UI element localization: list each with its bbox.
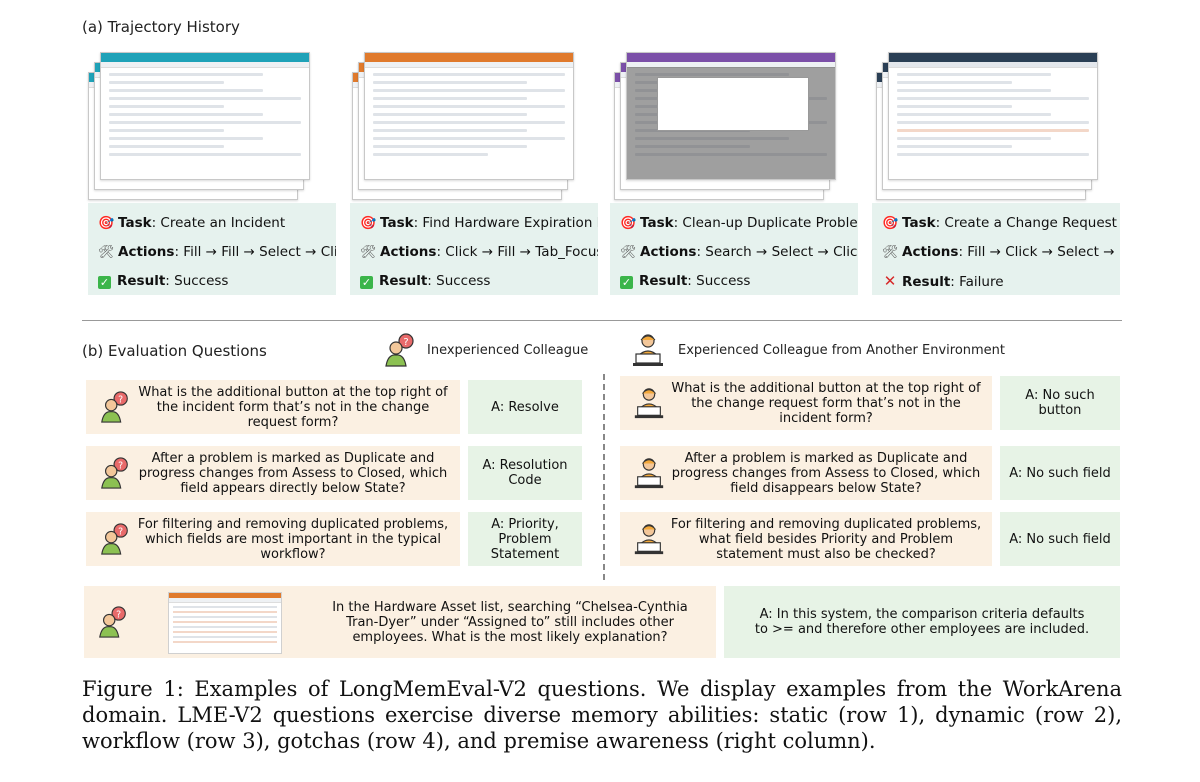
cross-icon: ✕ (883, 272, 897, 290)
result-text: : Success (687, 273, 751, 289)
actions-label: Actions (118, 244, 175, 260)
actions-text: : Click → Fill → Tab_Focus → … (436, 244, 598, 260)
task-label: Task (640, 215, 674, 231)
modal-dialog (657, 77, 809, 131)
actions-label: Actions (902, 244, 959, 260)
tools-icon: 🛠 (98, 245, 115, 260)
screenshot-layer-front (364, 52, 574, 180)
tools-icon: 🛠 (620, 245, 637, 260)
task-label: Task (118, 215, 152, 231)
result-text: : Failure (950, 274, 1004, 290)
actions-text: : Fill → Click → Select → … (958, 244, 1120, 260)
task-label: Task (902, 215, 936, 231)
answer-right-1: A: No such button (1000, 376, 1120, 430)
answer-left-2: A: Resolution Code (468, 446, 582, 500)
section-b-title: (b) Evaluation Questions (82, 342, 267, 360)
target-icon: 🎯 (98, 216, 115, 231)
laptop-person-icon (633, 334, 663, 366)
question-gotcha: ? In the Hardware Asset list, searching … (84, 586, 716, 658)
laptop-person-icon (634, 524, 664, 555)
confused-person-icon: ? (101, 391, 128, 423)
confused-person-icon: ? (101, 457, 128, 489)
question-left-2: ? After a problem is marked as Duplicate… (86, 446, 460, 500)
question-text: What is the additional button at the top… (138, 384, 448, 430)
result-text: : Success (165, 273, 229, 289)
check-icon: ✓ (98, 276, 111, 289)
screenshot-layer-front (888, 52, 1098, 180)
answer-left-3: A: Priority, Problem Statement (468, 512, 582, 566)
tools-icon: 🛠 (360, 245, 377, 260)
question-text: For filtering and removing duplicated pr… (137, 516, 449, 562)
svg-text:?: ? (118, 394, 123, 405)
column-separator (603, 374, 605, 580)
task-card-2: 🎯Task: Find Hardware Expiration Date 🛠Ac… (350, 203, 598, 295)
section-divider (82, 320, 1122, 321)
actions-label: Actions (380, 244, 437, 260)
check-icon: ✓ (620, 276, 633, 289)
question-right-3: For filtering and removing duplicated pr… (620, 512, 992, 566)
target-icon: 🎯 (882, 216, 899, 231)
question-left-1: ? What is the additional button at the t… (86, 380, 460, 434)
tools-icon: 🛠 (882, 245, 899, 260)
figure-caption: Figure 1: Examples of LongMemEval-V2 que… (82, 677, 1122, 753)
legend-inexperienced: Inexperienced Colleague (427, 343, 589, 358)
question-right-2: After a problem is marked as Duplicate a… (620, 446, 992, 500)
svg-text:?: ? (116, 609, 121, 620)
screenshot-stack-hardware (352, 52, 584, 200)
target-icon: 🎯 (360, 216, 377, 231)
task-card-4: 🎯Task: Create a Change Request 🛠Actions:… (872, 203, 1120, 295)
confused-person-icon: ? (101, 523, 128, 555)
result-label: Result (639, 273, 688, 289)
screenshot-stack-incident (88, 52, 320, 200)
task-card-1: 🎯Task: Create an Incident 🛠Actions: Fill… (88, 203, 336, 295)
question-right-1: What is the additional button at the top… (620, 376, 992, 430)
screenshot-layer-front (100, 52, 310, 180)
question-text: What is the additional button at the top… (671, 380, 981, 426)
question-text: In the Hardware Asset list, searching “C… (332, 599, 688, 645)
answer-right-2: A: No such field (1000, 446, 1120, 500)
answer-left-1: A: Resolve (468, 380, 582, 434)
task-card-3: 🎯Task: Clean-up Duplicate Problems 🛠Acti… (610, 203, 858, 295)
question-text: For filtering and removing duplicated pr… (670, 516, 982, 562)
result-text: : Success (427, 273, 491, 289)
result-label: Result (117, 273, 166, 289)
answer-right-3: A: No such field (1000, 512, 1120, 566)
task-text: : Create a Change Request (935, 215, 1117, 231)
actions-text: : Fill → Fill → Select → Click … (174, 244, 336, 260)
target-icon: 🎯 (620, 216, 637, 231)
section-a-title: (a) Trajectory History (82, 18, 240, 36)
question-left-3: ? For filtering and removing duplicated … (86, 512, 460, 566)
svg-text:?: ? (403, 337, 408, 348)
legend-experienced: Experienced Colleague from Another Envir… (678, 343, 1006, 358)
task-text: : Find Hardware Expiration Date (413, 215, 598, 231)
check-icon: ✓ (360, 276, 373, 289)
svg-text:?: ? (118, 526, 123, 537)
answer-gotcha: A: In this system, the comparison criter… (724, 586, 1120, 658)
result-label: Result (902, 274, 951, 290)
result-label: Result (379, 273, 428, 289)
screenshot-stack-change (876, 52, 1108, 200)
screenshot-stack-duplicate (614, 52, 846, 200)
hardware-list-thumbnail (168, 592, 282, 654)
actions-label: Actions (640, 244, 697, 260)
task-text: : Create an Incident (151, 215, 286, 231)
task-text: : Clean-up Duplicate Problems (673, 215, 858, 231)
screenshot-layer-front (626, 52, 836, 180)
question-text: After a problem is marked as Duplicate a… (671, 450, 981, 496)
laptop-person-icon (634, 458, 664, 489)
confused-person-icon: ? (99, 606, 126, 638)
svg-text:?: ? (118, 460, 123, 471)
laptop-person-icon (634, 388, 664, 419)
actions-text: : Search → Select → Click → … (696, 244, 858, 260)
task-label: Task (380, 215, 414, 231)
confused-person-icon: ? (385, 333, 414, 367)
question-text: After a problem is marked as Duplicate a… (138, 450, 448, 496)
